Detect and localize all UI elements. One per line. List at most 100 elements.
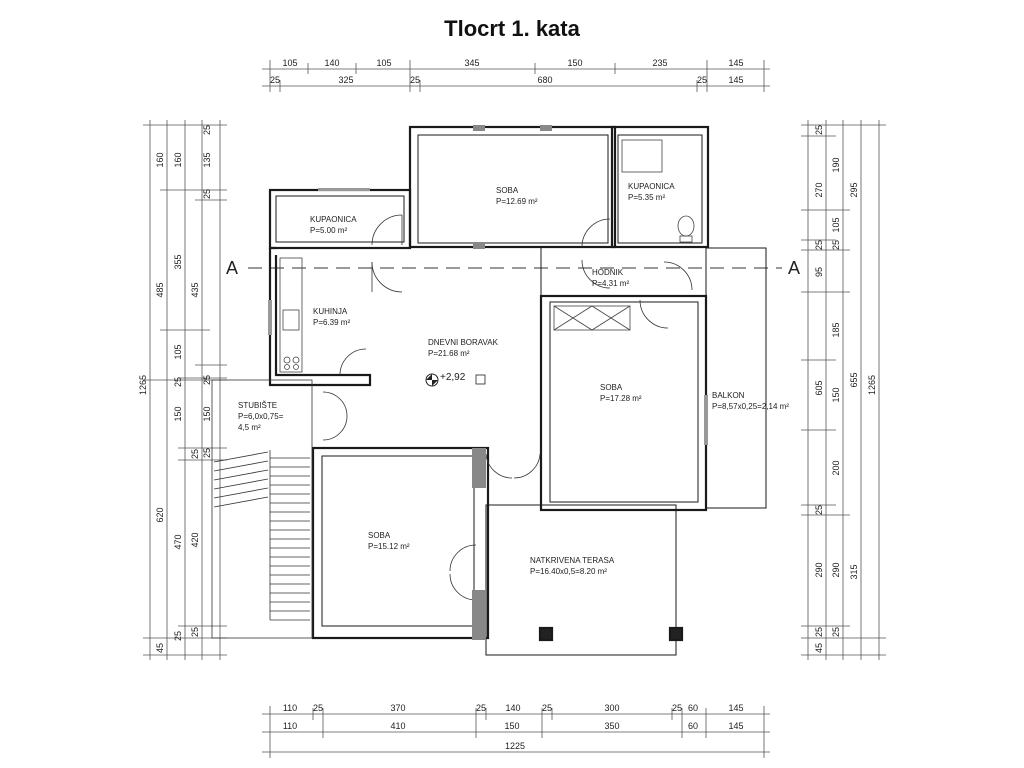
level-mark: +2,92 <box>425 372 486 387</box>
section-label-right: A <box>788 258 800 278</box>
bottom-ticks <box>269 706 765 758</box>
room-terasa-name: NATKRIVENA TERASA <box>530 556 615 565</box>
dim-bot2-6: 145 <box>728 721 743 731</box>
dim-left2-3: 45 <box>155 643 165 653</box>
dim-left4-5: 25 <box>190 627 200 637</box>
dim-bot-2: 25 <box>313 703 323 713</box>
right-dimension-labels: 25 270 25 95 605 25 290 45 25 190 105 25… <box>814 125 877 653</box>
dim-top-5: 150 <box>567 58 582 68</box>
room-dnevni-name: DNEVNI BORAVAK <box>428 338 499 347</box>
dim-bot-8: 25 <box>672 703 682 713</box>
room-stubiste-area1: P=6,0x0,75= <box>238 412 284 421</box>
dim-bot2-3: 150 <box>504 721 519 731</box>
dim-bot2-5: 60 <box>688 721 698 731</box>
left-dimension-labels: 1265 485 620 45 160 355 105 25 150 470 2… <box>138 125 212 653</box>
level-value: +2,92 <box>440 372 466 383</box>
walls <box>268 125 767 656</box>
stair-winder <box>213 469 269 481</box>
dim-left3-4: 25 <box>173 377 183 387</box>
dim-left3-7: 25 <box>173 631 183 641</box>
dim-bot2-1: 110 <box>283 721 297 731</box>
dim-left3-1: 160 <box>155 152 165 167</box>
room-stubiste-name: STUBIŠTE <box>238 401 277 410</box>
dim-right1-9: 25 <box>814 627 824 637</box>
dim-right-total: 1265 <box>867 375 877 395</box>
dim-right2-3: 25 <box>831 240 841 250</box>
dim-left4-2: 435 <box>190 282 200 297</box>
dim-bot-1: 110 <box>283 703 297 713</box>
dim-left5-5: 150 <box>202 406 212 421</box>
dim-left-total: 1265 <box>138 375 148 395</box>
dim-top2-3: 25 <box>410 75 420 85</box>
stair-winder <box>213 487 269 499</box>
dim-top2-2: 325 <box>338 75 353 85</box>
dim-bot-6: 25 <box>542 703 552 713</box>
room-kupaonica-right-name: KUPAONICA <box>628 182 675 191</box>
dim-top2-4: 680 <box>537 75 552 85</box>
dim-right3-3: 315 <box>849 564 859 579</box>
room-balkon-name: BALKON <box>712 391 745 400</box>
dim-left3-3: 105 <box>173 344 183 359</box>
room-hodnik-area: P=4.31 m² <box>592 279 629 288</box>
dim-bot2-2: 410 <box>390 721 405 731</box>
dim-bot-3: 370 <box>390 703 405 713</box>
dim-right3-1: 295 <box>849 182 859 197</box>
dim-right1-2: 270 <box>814 182 824 197</box>
wardrobe <box>553 305 631 331</box>
dim-right2-1: 190 <box>831 157 841 172</box>
dim-left5-3: 25 <box>202 189 212 199</box>
bottom-dimension-labels: 110 25 370 25 140 25 300 25 60 145 110 4… <box>283 703 744 751</box>
dim-top-6: 235 <box>652 58 667 68</box>
dim-left2-1: 485 <box>155 282 165 297</box>
dim-top-3: 105 <box>376 58 391 68</box>
room-dnevni-area: P=21.68 m² <box>428 349 470 358</box>
room-kuhinja-name: KUHINJA <box>313 307 348 316</box>
dim-right1-8: 45 <box>814 643 824 653</box>
top-dimension-labels: 105 140 105 345 150 235 145 25 325 25 68… <box>270 58 744 85</box>
staircase <box>211 379 313 639</box>
dim-top-4: 345 <box>464 58 479 68</box>
section-line-a: A A <box>226 258 800 278</box>
dim-left4-1: 160 <box>173 152 183 167</box>
dim-top-1: 105 <box>282 58 297 68</box>
dim-left4-4: 420 <box>190 532 200 547</box>
room-kupaonica-left-area: P=5.00 m² <box>310 226 347 235</box>
dim-bot-total: 1225 <box>505 741 525 751</box>
dim-bot-7: 300 <box>604 703 619 713</box>
dim-left5-2: 135 <box>202 152 212 167</box>
dim-right1-4: 95 <box>814 267 824 277</box>
right-ticks <box>801 124 886 656</box>
dim-top2-6: 145 <box>728 75 743 85</box>
windows <box>268 125 708 640</box>
dim-top2-1: 25 <box>270 75 280 85</box>
dim-left2-2: 620 <box>155 507 165 522</box>
room-kupaonica-left-name: KUPAONICA <box>310 215 357 224</box>
dim-right2-2: 105 <box>831 217 841 232</box>
room-soba-right-area: P=17.28 m² <box>600 394 642 403</box>
dim-right2-6: 200 <box>831 460 841 475</box>
dim-right2-7: 290 <box>831 562 841 577</box>
dim-top-7: 145 <box>728 58 743 68</box>
dim-left3-6: 470 <box>173 534 183 549</box>
room-kuhinja-area: P=6.39 m² <box>313 318 350 327</box>
dim-right2-8: 25 <box>831 627 841 637</box>
dim-right2-5: 150 <box>831 387 841 402</box>
room-soba-bottom-name: SOBA <box>368 531 391 540</box>
dim-left3-2: 355 <box>173 254 183 269</box>
room-terasa-area: P=16.40x0,5=8.20 m² <box>530 567 607 576</box>
dim-left5-4: 25 <box>202 375 212 385</box>
stair-winder <box>213 478 269 490</box>
room-labels: KUPAONICA P=5.00 m² SOBA P=12.69 m² KUPA… <box>238 182 789 576</box>
dim-right1-6: 25 <box>814 505 824 515</box>
room-soba-bottom-area: P=15.12 m² <box>368 542 410 551</box>
dim-left3-5: 150 <box>173 406 183 421</box>
bathroom-fixtures <box>621 139 695 243</box>
dim-right2-4: 185 <box>831 322 841 337</box>
room-balkon-area: P=8,57x0,25=2,14 m² <box>712 402 789 411</box>
room-hodnik-name: HODNIK <box>592 268 624 277</box>
dim-bot-9: 60 <box>688 703 698 713</box>
stair-winder <box>213 451 269 463</box>
doors <box>322 214 693 601</box>
dim-bot2-4: 350 <box>604 721 619 731</box>
dim-left4-3: 25 <box>190 449 200 459</box>
